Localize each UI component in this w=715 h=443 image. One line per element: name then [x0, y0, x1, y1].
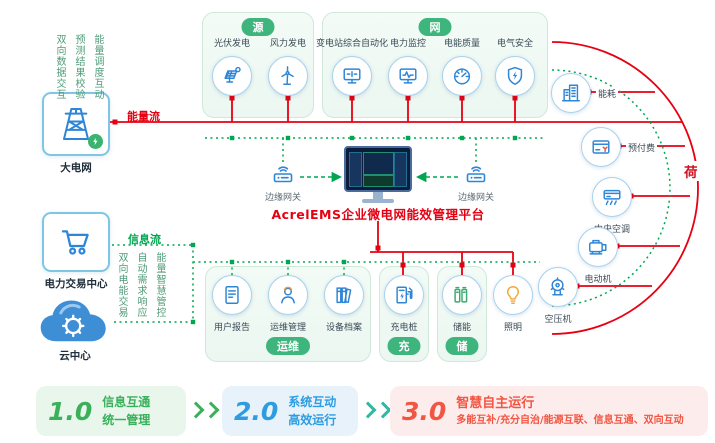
lightning-badge-icon [88, 134, 103, 149]
legend-2-0-version: 2.0 [234, 396, 279, 426]
monitoring-icon [397, 65, 419, 87]
node-prepaid: 预付费 [581, 127, 658, 167]
node-lighting: 照明 [483, 275, 543, 333]
legend-3-0: 3.0 智慧自主运行 多能互补/充分自治/能源互联、信息互通、双向互动 [390, 386, 708, 436]
edge-gateway-left: 边缘网关 [253, 164, 313, 203]
cloud-icon [36, 294, 114, 346]
archive-icon [333, 284, 355, 306]
grid-group-pill: 网 [418, 18, 452, 36]
legend-2-0-line1: 系统互动 [288, 395, 337, 409]
legend-3-0-line1: 智慧自主运行 [456, 395, 535, 411]
legend-1-0-line2: 统一管理 [102, 413, 151, 427]
legend-2-0: 2.0 系统互动 高效运行 [222, 386, 358, 436]
report-icon [221, 284, 243, 306]
cloud-center [36, 294, 114, 346]
gauge-icon [451, 65, 473, 87]
chevron-arrows-1 [187, 401, 220, 419]
note-smart-control: 能量智慧管控 [154, 252, 165, 318]
legend-2-0-line2: 高效运行 [288, 413, 337, 427]
note-energy-trade: 双向电能交易 [116, 252, 127, 318]
node-equipment-archive: 设备档案 [314, 275, 374, 333]
legend-3-0-version: 3.0 [402, 396, 447, 426]
legend-1-0: 1.0 信息互通 统一管理 [36, 386, 186, 436]
compressor-icon [547, 276, 569, 298]
note-forecast-check: 预测结果校验 [73, 34, 84, 100]
gateway-icon [464, 164, 488, 188]
platform-title: AcrelEMS企业微电网能效管理平台 [271, 207, 485, 222]
node-power-monitoring: 电力监控 [378, 36, 438, 96]
battery-icon [451, 284, 473, 306]
hvac-icon [601, 186, 623, 208]
bottom-interaction-notes: 双向电能交易 自动需求响应 能量智慧管控 [114, 252, 167, 318]
pv-icon [221, 65, 243, 87]
cart-icon [59, 225, 93, 259]
note-demand-response: 自动需求响应 [135, 252, 146, 318]
note-data-exchange: 双向数据交互 [54, 34, 65, 100]
charge-group-pill: 充 [387, 337, 421, 355]
node-energy-consumption: 能耗 [551, 73, 619, 113]
energy-flow-label: 能量流 [127, 110, 160, 123]
node-electrical-safety: 电气安全 [485, 36, 545, 96]
wind-turbine-icon [277, 65, 299, 87]
power-trade-box [42, 212, 110, 272]
node-ops-management: 运维管理 [258, 275, 318, 333]
node-energy-storage: 储能 [432, 275, 492, 333]
shield-icon [504, 65, 526, 87]
substation-icon [341, 65, 363, 87]
storage-group-pill: 储 [445, 337, 479, 355]
charger-icon [393, 284, 415, 306]
ops-group-pill: 运维 [266, 337, 310, 355]
top-interaction-notes: 双向数据交互 预测结果校验 能量调度互动 [52, 34, 105, 100]
dashboard-display [344, 146, 412, 192]
node-ev-charger: 充电桩 [374, 275, 434, 333]
legend-1-0-version: 1.0 [48, 396, 93, 426]
prepaid-card-icon [590, 136, 612, 158]
node-power-quality: 电能质量 [432, 36, 492, 96]
legend-3-0-line2: 多能互补/充分自治/能源互联、信息互通、双向互动 [456, 415, 684, 427]
node-user-report: 用户报告 [202, 275, 262, 333]
legend-1-0-line1: 信息互通 [102, 395, 151, 409]
edge-gateway-right: 边缘网关 [446, 164, 506, 203]
node-substation-automation: 变电站综合自动化 [316, 36, 388, 96]
note-dispatch-interaction: 能量调度互动 [92, 34, 103, 100]
bulb-icon [502, 284, 524, 306]
worker-icon [277, 284, 299, 306]
node-wind-generation: 风力发电 [258, 36, 318, 96]
chevron-arrows-2 [359, 401, 392, 419]
gateway-icon [271, 164, 295, 188]
power-trade-label: 电力交易中心 [44, 278, 108, 290]
power-tower-icon [56, 104, 96, 144]
load-arc-label: 荷 [682, 161, 700, 181]
motor-icon [587, 236, 609, 258]
cloud-center-label: 云中心 [59, 350, 91, 362]
node-pv-generation: 光伏发电 [202, 36, 262, 96]
grid-utility-label: 大电网 [60, 162, 92, 174]
grid-utility-box [42, 92, 110, 156]
source-group-pill: 源 [241, 18, 275, 36]
platform-screen [344, 146, 412, 203]
building-icon [560, 82, 582, 104]
info-flow-label: 信息流 [128, 233, 161, 246]
